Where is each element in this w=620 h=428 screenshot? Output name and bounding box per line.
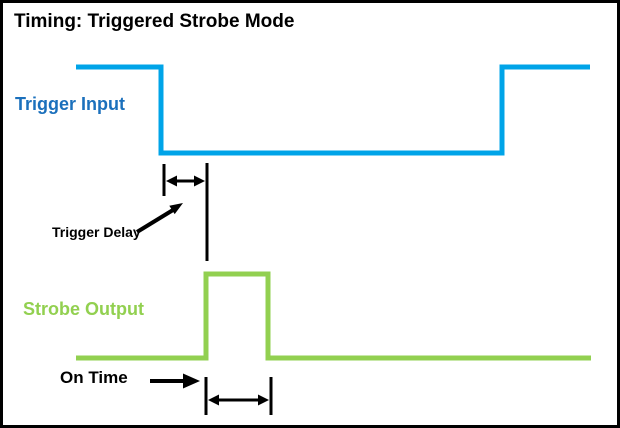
strobe-output-waveform (76, 271, 591, 361)
on-time-label: On Time (60, 368, 128, 387)
strobe-output-label: Strobe Output (23, 299, 144, 319)
waveform-canvas (76, 64, 591, 415)
trigger-delay-pointer-line (135, 208, 175, 234)
trigger-input-waveform (76, 64, 590, 156)
trigger-delay-arrowhead-left-icon (166, 175, 177, 187)
trigger-delay-annotation (135, 163, 209, 261)
trigger-input-label: Trigger Input (15, 94, 125, 114)
on-time-annotation (150, 373, 273, 415)
trigger-delay-pointer-arrowhead-icon (169, 203, 183, 215)
on-time-arrowhead-left-icon (208, 394, 219, 406)
diagram-title: Timing: Triggered Strobe Mode (14, 11, 295, 32)
trigger-delay-label: Trigger Delay (52, 224, 141, 240)
on-time-arrowhead-right-icon (258, 394, 269, 406)
on-time-pointer-arrowhead-icon (183, 373, 200, 389)
trigger-delay-arrowhead-right-icon (194, 175, 205, 187)
